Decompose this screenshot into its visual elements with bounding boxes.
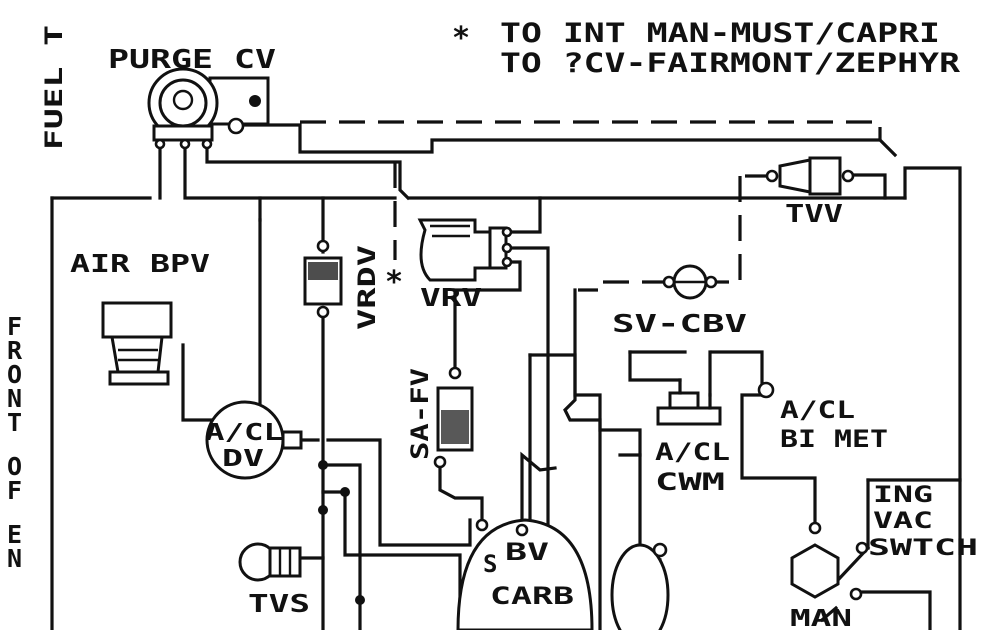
label-acl-bimet-1: A/CL bbox=[780, 396, 855, 424]
label-tvs: TVS bbox=[248, 589, 310, 618]
tvs-switch bbox=[238, 542, 302, 582]
acl-cwm-valve bbox=[656, 378, 722, 426]
label-carb-s: S bbox=[483, 550, 497, 578]
air-bpv-valve bbox=[101, 301, 173, 386]
label-sa-fv: SA-FV bbox=[406, 368, 434, 460]
label-air-bpv: AIR BPV bbox=[70, 249, 210, 278]
label-acl-cwm-1: A/CL bbox=[655, 438, 730, 466]
label-acl-dv-1: A/CL bbox=[205, 420, 283, 446]
vrdv-valve bbox=[303, 239, 343, 319]
label-fuel-t: FUEL T bbox=[40, 25, 68, 150]
carburetor bbox=[456, 518, 670, 630]
label-acl-bimet-2: BI MET bbox=[780, 425, 888, 453]
ing-vac-switch bbox=[849, 541, 869, 601]
manifold-fitting bbox=[790, 521, 840, 599]
junction-dots bbox=[318, 460, 365, 605]
note-line-2: TO ?CV-FAIRMONT/ZEPHYR bbox=[500, 48, 961, 79]
label-ing-3: SWTCH bbox=[868, 536, 978, 561]
note-line-1: TO INT MAN-MUST/CAPRI bbox=[500, 18, 940, 49]
label-acl-cwm-2: CWM bbox=[655, 468, 725, 496]
frame-lines bbox=[50, 166, 962, 630]
labels: * TO INT MAN-MUST/CAPRI TO ?CV-FAIRMONT/… bbox=[40, 18, 978, 630]
label-man: MAN bbox=[790, 606, 852, 630]
note-asterisk: * bbox=[452, 21, 470, 56]
purge-cv-valve bbox=[147, 67, 270, 150]
label-acl-dv-2: DV bbox=[222, 446, 264, 472]
vrv-asterisk: * bbox=[385, 265, 403, 300]
label-sv-cbv: SV-CBV bbox=[612, 309, 747, 338]
tvv-valve bbox=[765, 156, 855, 196]
sa-fv-valve bbox=[433, 366, 474, 469]
label-tvv: TVV bbox=[785, 199, 843, 228]
vrv-valve bbox=[417, 218, 513, 282]
label-vrv: VRV bbox=[420, 283, 482, 312]
label-vrdv: VRDV bbox=[353, 245, 381, 330]
acl-dv-motor bbox=[205, 400, 303, 480]
label-carb: CARB bbox=[490, 582, 574, 610]
label-purge-cv: PURGE CV bbox=[108, 45, 276, 75]
acl-bimet-switch bbox=[757, 381, 775, 399]
label-ing-2: VAC bbox=[873, 509, 933, 534]
label-carb-bv: BV bbox=[505, 538, 549, 566]
sv-cbv-valve bbox=[662, 264, 718, 300]
label-ing-1: ING bbox=[873, 483, 933, 508]
